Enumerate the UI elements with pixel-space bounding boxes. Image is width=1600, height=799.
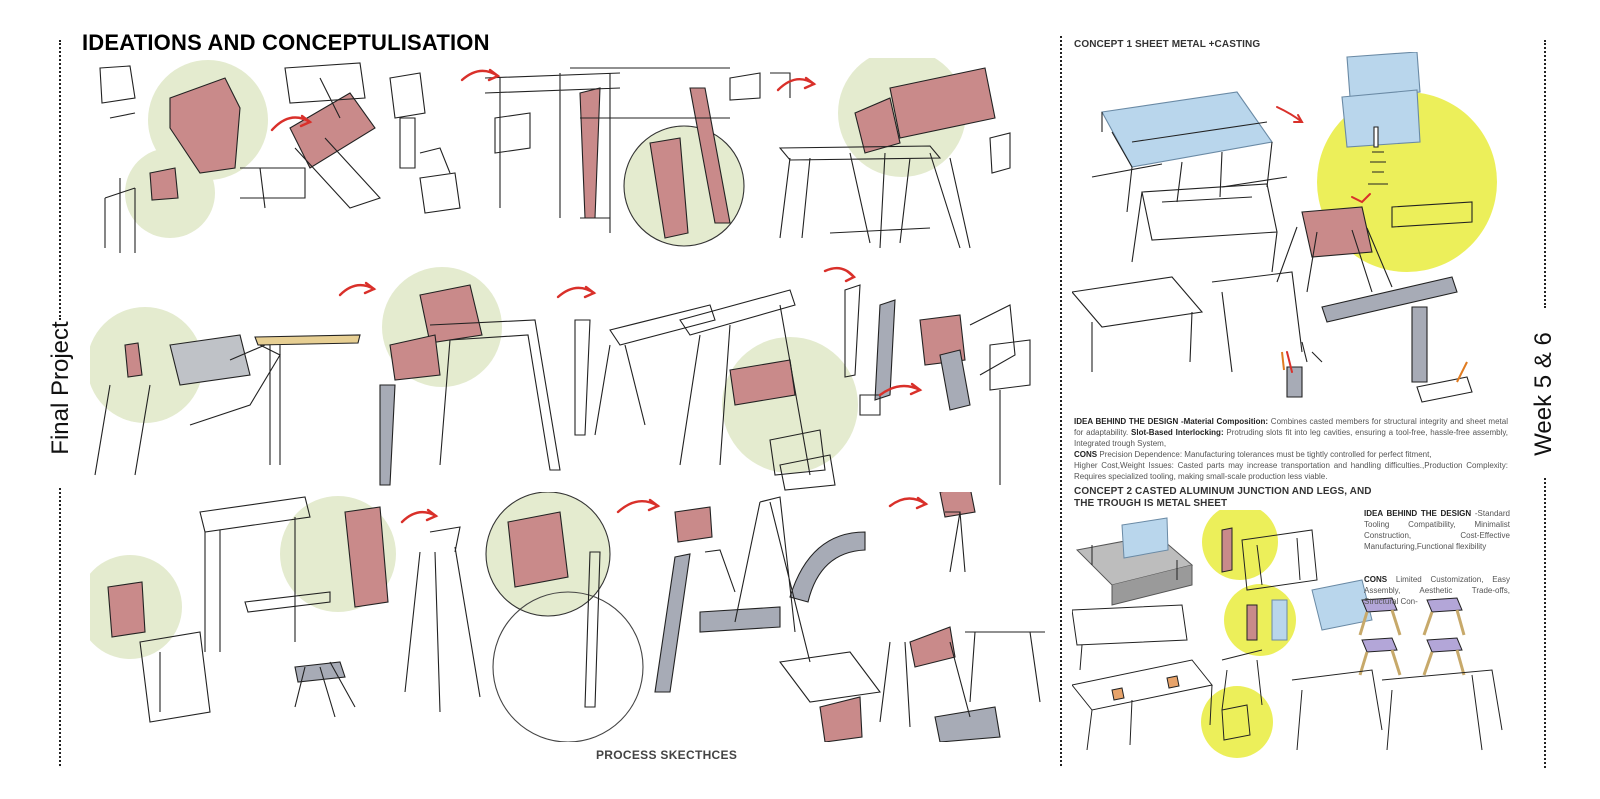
left-divider-top [59,40,61,320]
concept2-cons-text: Limited Customization, Easy Assembly, Ae… [1364,575,1510,606]
concept1-idea-label: IDEA BEHIND THE DESIGN [1074,417,1179,426]
concept2-title: CONCEPT 2 CASTED ALUMINUM JUNCTION AND L… [1074,486,1372,510]
concept1-slot-label: Slot-Based Interlocking: [1131,428,1224,437]
left-divider-bottom [59,488,61,766]
concept2-cons: CONS Limited Customization, Easy Assembl… [1364,574,1510,607]
concept1-cons-label: CONS [1074,450,1098,459]
concept1-cons-line1: Precision Dependence: Manufacturing tole… [1099,450,1432,459]
concept1-sketches [1072,52,1512,408]
sketch-row3 [90,492,1050,742]
concept2-idea-text: -Standard Tooling Compatibility, Minimal… [1364,509,1510,551]
page-title: IDEATIONS AND CONCEPTULISATION [82,30,490,55]
side-label-left: Final Project [47,321,74,455]
concept2-drawing [1072,510,1503,758]
sketch-row1 [90,58,1050,258]
concept2-cons-label: CONS [1364,575,1388,584]
concept1-slot-text: Protruding slots fit into leg cavities, … [1074,428,1509,448]
concept1-material-text: Combines casted members for structural i… [1074,417,1508,437]
sketch-row2-drawing [90,266,1031,491]
concept2-idea-label: IDEA BEHIND THE DESIGN [1364,509,1472,518]
sketch-row3-drawing [90,492,1045,742]
concept1-description: IDEA BEHIND THE DESIGN -Material Composi… [1074,416,1508,482]
concept1-drawing [1072,52,1497,403]
sketch-row2 [90,265,1050,495]
sketch-row1-drawing [99,58,1011,253]
right-divider-top [1544,40,1546,308]
process-sketches-caption: PROCESS SKECTHCES [596,748,738,762]
center-divider [1060,36,1062,766]
concept2-title-line2: THE TROUGH IS METAL SHEET [1074,498,1228,509]
concept2-description: IDEA BEHIND THE DESIGN -Standard Tooling… [1364,508,1510,552]
concept2-sketches [1072,510,1512,766]
concept1-title: CONCEPT 1 SHEET METAL +CASTING [1074,39,1261,50]
concept1-material-label: -Material Composition: [1180,417,1269,426]
right-divider-bottom [1544,478,1546,768]
side-label-right: Week 5 & 6 [1530,332,1557,456]
concept1-cons-line2: Higher Cost,Weight Issues: Casted parts … [1074,461,1508,481]
concept2-title-line1: CONCEPT 2 CASTED ALUMINUM JUNCTION AND L… [1074,486,1372,497]
